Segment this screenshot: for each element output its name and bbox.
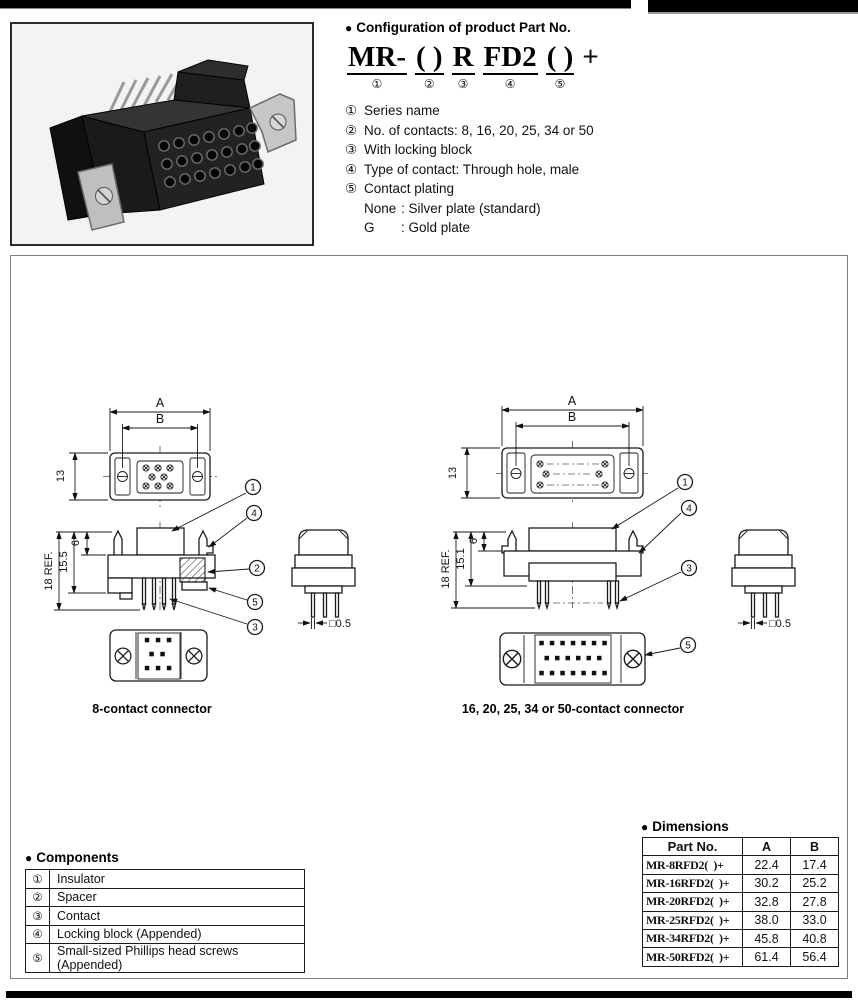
- callout-2: 2: [254, 564, 260, 575]
- callout-4: 4: [251, 509, 257, 520]
- circled-number: ③: [457, 77, 469, 91]
- right-side-view: □0.5: [731, 529, 796, 630]
- callout-1: 1: [250, 483, 256, 494]
- plating-option: G: Gold plate: [364, 220, 471, 235]
- product-photo-connector-image: [12, 24, 308, 240]
- dim-label-13: 13: [447, 467, 459, 479]
- part-suffix: +: [582, 41, 599, 73]
- dim-label-pin: □0.5: [769, 618, 791, 630]
- dim-label-6: 6: [70, 540, 82, 546]
- part-segment: ( )②: [414, 41, 444, 91]
- left-front-view: 6 15.5 18 REF. 1 4 2: [43, 478, 266, 636]
- callout-5: 5: [252, 598, 258, 609]
- right-top-view: A B 13: [447, 394, 649, 505]
- left-callouts: 1 4 2 5 3: [169, 478, 266, 636]
- dim-label-13: 13: [55, 470, 67, 482]
- dim-label-15-5: 15.5: [58, 551, 70, 572]
- bullet-icon: ●: [345, 21, 353, 35]
- dim-label-a: A: [156, 396, 165, 410]
- part-segment: MR-①: [347, 41, 407, 91]
- bullet-icon: ●: [641, 820, 649, 834]
- right-connector-drawing: A B 13: [440, 394, 796, 686]
- left-top-view: A B 13: [55, 396, 217, 508]
- configuration-section: ●Configuration of product Part No. MR-① …: [345, 20, 845, 238]
- header-tab-bar: [648, 0, 858, 14]
- bottom-rule-bar: [6, 991, 852, 998]
- circled-number: ⑤: [554, 77, 566, 91]
- part-segment: ( )⑤: [545, 41, 575, 91]
- dim-label-b: B: [568, 410, 576, 424]
- technical-drawings: A B 13: [43, 394, 796, 686]
- callout-3: 3: [686, 564, 692, 575]
- table-header-row: Part No. A B: [642, 836, 839, 857]
- right-drawing-caption: 16, 20, 25, 34 or 50-contact connector: [461, 702, 685, 716]
- top-rule-bar: [0, 0, 631, 9]
- left-connector-drawing: A B 13: [43, 396, 356, 682]
- dim-label-b: B: [156, 412, 164, 426]
- dim-label-a: A: [568, 394, 577, 408]
- plating-option: None: Silver plate (standard): [364, 200, 541, 216]
- drawing-panel: A B 13: [10, 255, 848, 979]
- callout-4: 4: [686, 504, 692, 515]
- dim-label-18ref: 18 REF.: [440, 549, 452, 588]
- right-callouts: 1 4 3: [611, 473, 698, 602]
- callout-3: 3: [252, 623, 258, 634]
- callout-1: 1: [682, 478, 688, 489]
- dim-label-15-1: 15.1: [455, 548, 467, 569]
- dim-label-18ref: 18 REF.: [43, 551, 55, 590]
- right-bottom-view: 5: [499, 632, 697, 686]
- configuration-title: ●Configuration of product Part No.: [345, 20, 571, 35]
- left-side-view: □0.5: [291, 529, 356, 630]
- callout-5: 5: [685, 641, 691, 652]
- dim-label-pin: □0.5: [329, 618, 351, 630]
- left-bottom-view: [109, 629, 208, 682]
- right-front-view: 6 15.1 18 REF. 1 4 3: [440, 473, 698, 611]
- circled-number: ④: [504, 77, 516, 91]
- dimensions-title: ●Dimensions: [641, 819, 729, 834]
- circled-number: ①: [371, 77, 383, 91]
- components-title: ●Components: [25, 850, 119, 865]
- circled-number: ②: [423, 77, 435, 91]
- product-photo-frame: [10, 22, 314, 246]
- dim-label-6: 6: [468, 538, 480, 544]
- bullet-icon: ●: [25, 851, 33, 865]
- left-drawing-caption: 8-contact connector: [92, 702, 212, 716]
